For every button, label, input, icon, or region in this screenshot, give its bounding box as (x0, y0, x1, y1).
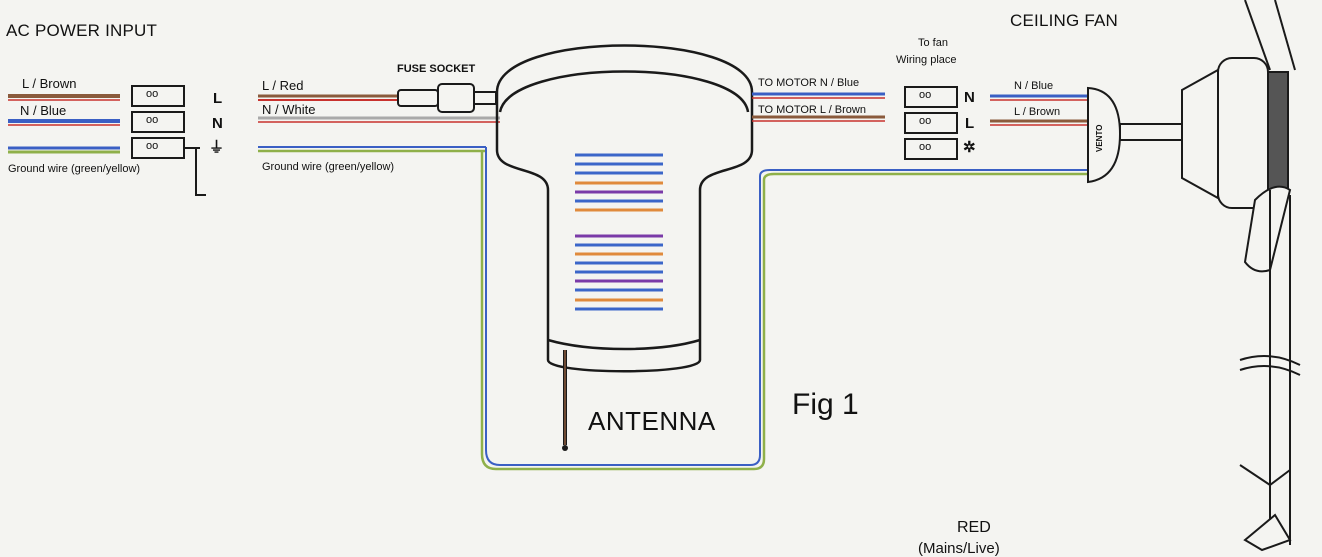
input-n-blue-label: N / Blue (20, 103, 67, 118)
input-terminal-g-mark: oo (146, 140, 159, 152)
to-fan-label: To fan (918, 37, 948, 49)
fan-terminal-l (904, 112, 958, 134)
fan-bracket-foot (1243, 513, 1292, 552)
fan-shaft (1119, 123, 1183, 141)
to-motor-l-label: TO MOTOR L / Brown (758, 104, 866, 116)
fan-terminal-n-label: N (964, 89, 975, 106)
input-l-brown-label: L / Brown (22, 76, 77, 91)
fan-terminal-l-label: L (965, 115, 975, 132)
output-ground-label: Ground wire (green/yellow) (262, 161, 395, 173)
fuse-holder-body (437, 83, 475, 113)
ac-power-input-title: AC POWER INPUT (6, 21, 158, 40)
fan-wires (990, 94, 1090, 126)
fan-l-brown-label: L / Brown (1014, 106, 1061, 118)
ground-loop-a (485, 147, 1090, 466)
fan-motor-housing (1217, 57, 1269, 209)
fan-blade-top-edge-b (1274, 0, 1296, 71)
fan-pole-break (1239, 355, 1301, 376)
input-terminal-n (131, 111, 185, 133)
receiver-top-inner (498, 70, 750, 113)
input-ground-label: Ground wire (green/yellow) (8, 163, 141, 175)
fan-blade-top-edge-a (1244, 0, 1271, 71)
fuse-socket-label: FUSE SOCKET (397, 63, 476, 75)
wiring-place-label: Wiring place (896, 54, 957, 66)
fan-terminal-n-mark: oo (919, 89, 932, 101)
input-terminal-block (131, 85, 206, 196)
fan-terminal-g (904, 138, 958, 160)
antenna-wire (562, 350, 568, 451)
fan-terminal-block (904, 86, 958, 160)
fan-terminal-n (904, 86, 958, 108)
ground-loop (480, 147, 1090, 471)
receiver-top-outer (495, 44, 754, 93)
earth-ground-icon: ⏚ (209, 139, 225, 156)
input-terminal-l (131, 85, 185, 107)
fan-terminal-l-mark: oo (919, 115, 932, 127)
fan-connector-cap (1087, 86, 1122, 184)
receiver-bottom-band (547, 338, 701, 351)
input-wires (8, 94, 120, 154)
fuse-holder-cap (473, 91, 497, 105)
fuse-holder-left (397, 89, 439, 107)
receiver-body (495, 92, 754, 373)
fuse-socket (397, 83, 497, 113)
terminal-n-label: N (212, 115, 223, 132)
motor-wires (752, 92, 885, 122)
figure-label: Fig 1 (792, 388, 859, 421)
output-wires (258, 94, 500, 153)
fan-motor-coil (1267, 71, 1289, 195)
fan-terminal-g-mark: oo (919, 141, 932, 153)
ceiling-fan-title: CEILING FAN (1010, 11, 1119, 30)
antenna-label: ANTENNA (588, 406, 716, 436)
input-terminal-l-mark: oo (146, 88, 159, 100)
vento-label: VENTO (1095, 124, 1104, 152)
receiver-box (495, 44, 754, 373)
gear-ground-icon: ✲ (963, 139, 976, 156)
ground-loop-b (480, 151, 1090, 471)
output-l-red-label: L / Red (262, 78, 304, 93)
fan-n-blue-label: N / Blue (1014, 80, 1054, 92)
terminal-l-label: L (213, 90, 223, 107)
ground-drop (195, 148, 206, 196)
mains-live-label: (Mains/Live) (918, 540, 1000, 557)
to-motor-n-label: TO MOTOR N / Blue (758, 77, 860, 89)
input-terminal-n-mark: oo (146, 114, 159, 126)
red-label: RED (957, 519, 991, 536)
receiver-stripes (575, 153, 663, 311)
fan-motor-cone (1181, 68, 1219, 200)
ceiling-fan (1087, 0, 1301, 552)
antenna-tip (562, 445, 568, 451)
fan-bracket-a (1239, 464, 1291, 487)
output-n-white-label: N / White (262, 102, 316, 117)
